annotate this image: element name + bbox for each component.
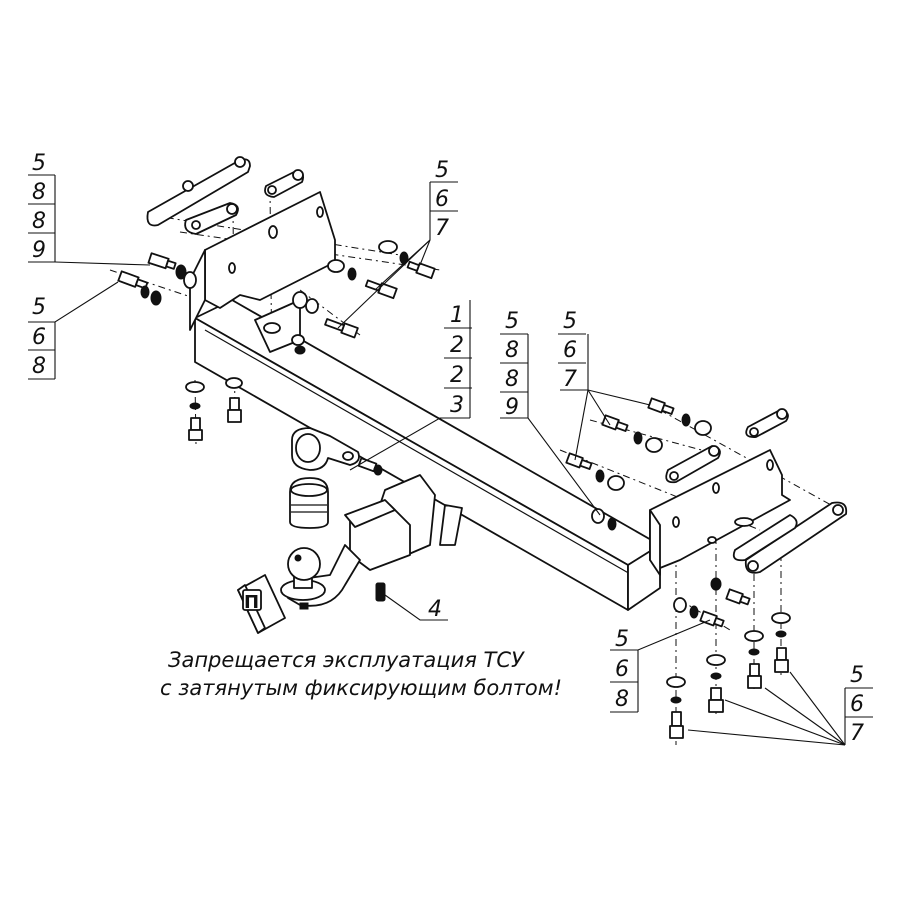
callout-label: 7 <box>850 721 864 746</box>
callout-label: 3 <box>450 393 464 418</box>
callout-label: 6 <box>615 657 629 682</box>
socket-cover-logo: П <box>244 592 259 613</box>
socket-cover: П <box>237 574 286 634</box>
callout-label: 8 <box>615 687 629 712</box>
callout-part-4: 4 <box>420 597 448 622</box>
warning-line-2: с затянутым фиксирующим болтом! <box>160 676 562 700</box>
callout-label: 5 <box>32 295 46 320</box>
fasteners-right <box>565 397 791 739</box>
fasteners-left <box>117 240 436 476</box>
left-strap-brackets <box>146 156 305 235</box>
callout-label: 6 <box>435 187 449 212</box>
callout-label: 5 <box>850 663 864 688</box>
callout-bottom-right: 5 6 7 <box>844 663 873 746</box>
warning-line-1: Запрещается эксплуатация ТСУ <box>168 648 525 672</box>
callout-left-mid: 5 6 8 <box>28 295 56 380</box>
callout-label: 9 <box>32 238 46 263</box>
callout-label: 6 <box>850 692 864 717</box>
callout-label: 1 <box>450 303 464 328</box>
right-strap-brackets <box>665 408 848 574</box>
callout-center-right-b: 5 6 7 <box>558 309 589 392</box>
callout-label: 5 <box>32 151 46 176</box>
callout-center-main: 1 2 2 3 <box>444 300 472 418</box>
socket-clamp <box>291 427 360 471</box>
callout-top-left: 5 8 8 9 <box>28 151 56 263</box>
callout-label: 2 <box>450 363 464 388</box>
callout-label: 8 <box>32 354 46 379</box>
main-crossbar <box>194 299 661 611</box>
callout-bottom-mid: 5 6 8 <box>610 627 639 713</box>
callout-label: 5 <box>563 309 577 334</box>
ball-cap <box>289 477 329 529</box>
callout-label: 9 <box>505 395 519 420</box>
callout-label: 8 <box>505 338 519 363</box>
warning-note: Запрещается эксплуатация ТСУ с затянутым… <box>160 648 562 700</box>
callout-label: 5 <box>505 309 519 334</box>
callout-label: 4 <box>428 597 442 622</box>
callout-label: 8 <box>505 367 519 392</box>
right-mounting-plate <box>649 449 791 576</box>
callout-label: 8 <box>32 180 46 205</box>
callout-label: 8 <box>32 209 46 234</box>
left-mounting-plate <box>189 191 336 353</box>
callout-label: 7 <box>563 367 577 392</box>
callout-label: 6 <box>563 338 577 363</box>
tow-ball-assembly <box>280 474 463 610</box>
callout-top-center: 5 6 7 <box>429 158 458 241</box>
callout-center-right-a: 5 8 8 9 <box>500 309 529 420</box>
callout-label: 5 <box>615 627 629 652</box>
callout-label: 5 <box>435 158 449 183</box>
callout-label: 2 <box>450 333 464 358</box>
callout-label: 7 <box>435 216 449 241</box>
callout-label: 6 <box>32 325 46 350</box>
